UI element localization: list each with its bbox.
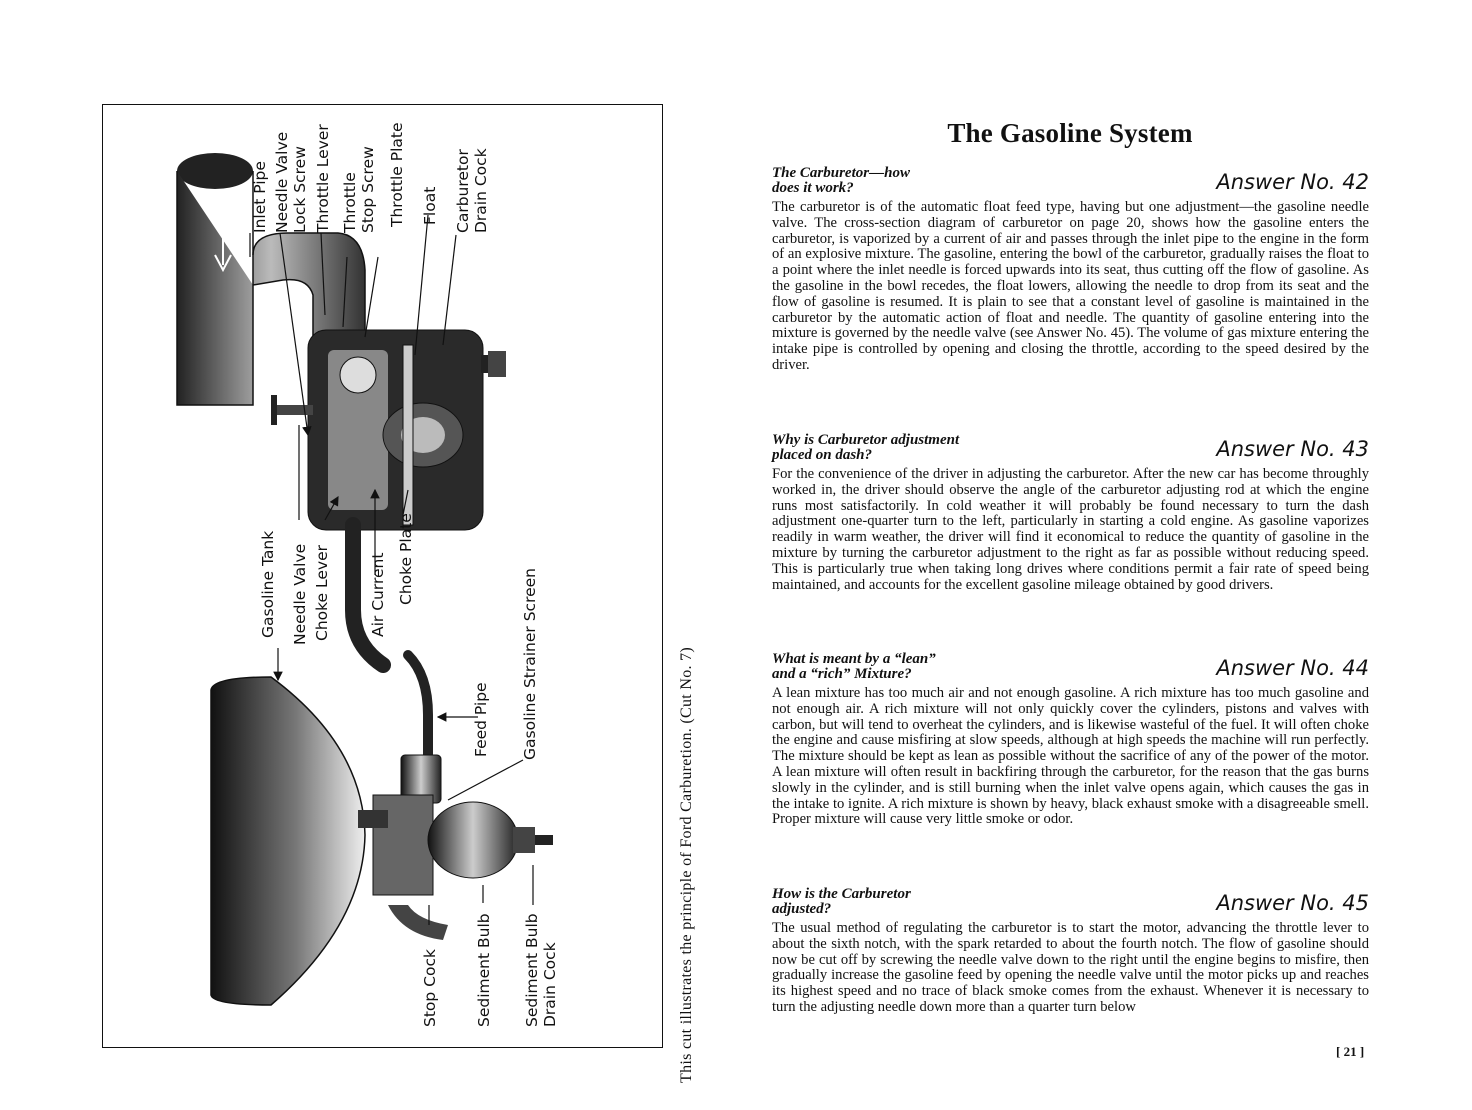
label-throttle-lever: Throttle Lever [314, 124, 332, 234]
label-stop-cock: Stop Cock [421, 949, 439, 1027]
figure-caption: This cut illustrates the principle of Fo… [678, 646, 695, 1083]
figure-frame: Inlet Pipe Needle Valve Lock Screw Throt… [102, 104, 663, 1048]
sediment-bulb-drawing [358, 754, 553, 940]
question: The Carburetor—how does it work? [772, 165, 910, 196]
qa-section-42: The Carburetor—how does it work? Answer … [772, 166, 1369, 374]
answer-text: A lean mixture has too much air and not … [772, 685, 1369, 828]
feed-pipe-drawing [403, 650, 433, 765]
page-title: The Gasoline System [947, 118, 1193, 148]
answer-text: The usual method of regulating the carbu… [772, 920, 1369, 1015]
carburetor-body-drawing [271, 329, 506, 531]
inlet-pipe-drawing [176, 153, 366, 406]
label-sediment-bulb-drain-cock-line2: Drain Cock [541, 942, 559, 1027]
label-throttle-plate: Throttle Plate [388, 123, 406, 229]
leader-lines [249, 214, 534, 925]
label-needle-valve-lock-screw-line1: Needle Valve [273, 132, 291, 233]
figure-labels: Inlet Pipe Needle Valve Lock Screw Throt… [251, 123, 559, 1028]
label-throttle-stop-screw-line1: Throttle [341, 172, 359, 234]
label-sediment-bulb: Sediment Bulb [475, 913, 493, 1027]
label-needle-valve: Needle Valve [291, 544, 309, 645]
air-tube-drawing [345, 517, 391, 673]
answer-number: Answer No. 44 [1216, 656, 1369, 680]
answer-number: Answer No. 42 [1216, 170, 1369, 194]
label-choke-lever: Choke Lever [313, 544, 331, 641]
label-carburetor-drain-cock-line1: Carburetor [454, 149, 472, 233]
qa-section-44: What is meant by a “lean” and a “rich” M… [772, 652, 1369, 828]
label-gasoline-strainer-screen: Gasoline Strainer Screen [521, 568, 539, 760]
carburetion-diagram: Inlet Pipe Needle Valve Lock Screw Throt… [176, 123, 559, 1028]
answer-number: Answer No. 45 [1216, 891, 1369, 915]
label-inlet-pipe: Inlet Pipe [251, 161, 269, 233]
label-needle-valve-lock-screw-line2: Lock Screw [291, 146, 309, 233]
label-carburetor-drain-cock-line2: Drain Cock [472, 148, 490, 233]
question: What is meant by a “lean” and a “rich” M… [772, 651, 936, 682]
label-sediment-bulb-drain-cock-line1: Sediment Bulb [523, 913, 541, 1027]
qa-section-45: How is the Carburetor adjusted? Answer N… [772, 887, 1369, 1016]
label-gasoline-tank: Gasoline Tank [259, 531, 277, 638]
label-throttle-stop-screw-line2: Stop Screw [359, 146, 377, 233]
page-number: [ 21 ] [1336, 1044, 1365, 1059]
label-choke-plate: Choke Plate [397, 513, 415, 605]
answer-number: Answer No. 43 [1216, 437, 1369, 461]
gasoline-tank-drawing [210, 676, 366, 1006]
label-air-current: Air Current [369, 553, 387, 637]
label-float: Float [421, 187, 439, 225]
qa-section-43: Why is Carburetor adjustment placed on d… [772, 433, 1369, 593]
question: Why is Carburetor adjustment placed on d… [772, 432, 960, 463]
question: How is the Carburetor adjusted? [772, 886, 911, 917]
answer-text: For the convenience of the driver in adj… [772, 466, 1369, 593]
answer-text: The carburetor is of the automatic float… [772, 199, 1369, 373]
label-feed-pipe: Feed Pipe [472, 682, 490, 757]
